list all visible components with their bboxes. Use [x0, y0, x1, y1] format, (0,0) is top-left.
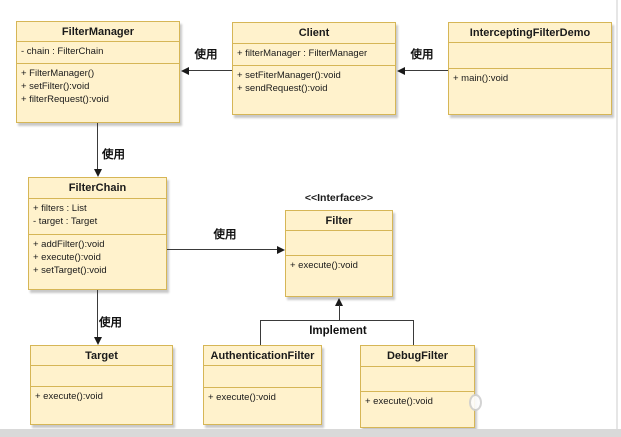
method: + setTarget():void — [33, 265, 107, 276]
class-box-filter: Filter + execute():void — [285, 210, 393, 297]
attribute: - target : Target — [33, 216, 98, 227]
class-title: FilterManager — [61, 25, 135, 38]
class-box-interceptingfilterdemo: InterceptingFilterDemo + main():void — [448, 22, 612, 115]
method: + addFilter():void — [33, 239, 105, 250]
attribute: + filterManager : FilterManager — [237, 48, 368, 59]
attributes-compartment — [449, 42, 611, 68]
class-title: InterceptingFilterDemo — [469, 26, 591, 39]
class-box-debugfilter: DebugFilter + execute():void — [360, 345, 475, 428]
class-title: Target — [85, 349, 118, 362]
edge-filtermanager-to-filterchain — [97, 123, 98, 171]
edge-label-use: 使用 — [102, 149, 125, 161]
class-box-target: Target + execute():void — [30, 345, 173, 425]
edge-implement-crossbar — [260, 320, 413, 321]
edge-label-use: 使用 — [194, 49, 218, 61]
attributes-compartment — [204, 365, 321, 387]
method: + execute():void — [208, 392, 276, 403]
edge-client-to-filtermanager — [184, 70, 232, 71]
watermark-dot — [469, 394, 482, 411]
class-title: AuthenticationFilter — [210, 349, 315, 362]
attribute: - chain : FilterChain — [21, 46, 104, 57]
method: + setFiterManager():void — [237, 70, 341, 81]
class-title: Filter — [325, 214, 353, 227]
arrowhead-left-icon — [397, 67, 405, 75]
edge-implement-stem — [339, 305, 340, 320]
method: + sendRequest():void — [237, 83, 328, 94]
attribute: + filters : List — [33, 203, 87, 214]
attributes-compartment: + filterManager : FilterManager — [233, 43, 395, 65]
attributes-compartment: + filters : List - target : Target — [29, 198, 166, 234]
method: + execute():void — [35, 391, 103, 402]
methods-compartment: + execute():void — [361, 391, 474, 427]
method: + filterRequest():void — [21, 94, 109, 105]
attributes-compartment — [361, 366, 474, 391]
attributes-compartment — [31, 365, 172, 386]
page-right-border — [616, 0, 618, 429]
method: + execute():void — [365, 396, 433, 407]
methods-compartment: + FilterManager() + setFilter():void + f… — [17, 63, 179, 122]
methods-compartment: + main():void — [449, 68, 611, 114]
class-box-authenticationfilter: AuthenticationFilter + execute():void — [203, 345, 322, 425]
class-box-filtermanager: FilterManager - chain : FilterChain + Fi… — [16, 21, 180, 123]
edge-label-use: 使用 — [99, 317, 122, 329]
edge-implement-authfilter-drop — [260, 320, 261, 345]
methods-compartment: + setFiterManager():void + sendRequest()… — [233, 65, 395, 114]
arrowhead-down-icon — [94, 169, 102, 177]
attributes-compartment: - chain : FilterChain — [17, 41, 179, 63]
class-title: FilterChain — [68, 182, 127, 194]
class-title: DebugFilter — [386, 350, 449, 362]
methods-compartment: + execute():void — [31, 386, 172, 424]
arrowhead-right-icon — [277, 246, 285, 254]
method: + main():void — [453, 73, 509, 84]
methods-compartment: + execute():void — [204, 387, 321, 424]
method: + execute():void — [290, 260, 358, 271]
method: + setFilter():void — [21, 81, 90, 92]
arrowhead-up-icon — [335, 298, 343, 306]
arrowhead-down-icon — [94, 337, 102, 345]
attributes-compartment — [286, 230, 392, 255]
edge-filterchain-to-filter — [167, 249, 279, 250]
arrowhead-left-icon — [181, 67, 189, 75]
class-title: Client — [298, 27, 330, 39]
edge-demo-to-client — [400, 70, 448, 71]
edge-implement-debugfilter-drop — [413, 320, 414, 345]
method: + FilterManager() — [21, 68, 95, 79]
edge-filterchain-to-target — [97, 290, 98, 340]
edge-label-use: 使用 — [213, 229, 237, 241]
page-bottom-strip — [0, 429, 621, 437]
class-box-client: Client + filterManager : FilterManager +… — [232, 22, 396, 115]
class-box-filterchain: FilterChain + filters : List - target : … — [28, 177, 167, 290]
method: + execute():void — [33, 252, 101, 263]
edge-label-use: 使用 — [410, 49, 434, 61]
edge-label-implement: Implement — [309, 325, 367, 337]
methods-compartment: + execute():void — [286, 255, 392, 296]
methods-compartment: + addFilter():void + execute():void + se… — [29, 234, 166, 289]
interface-stereotype-label: <<Interface>> — [304, 192, 374, 204]
